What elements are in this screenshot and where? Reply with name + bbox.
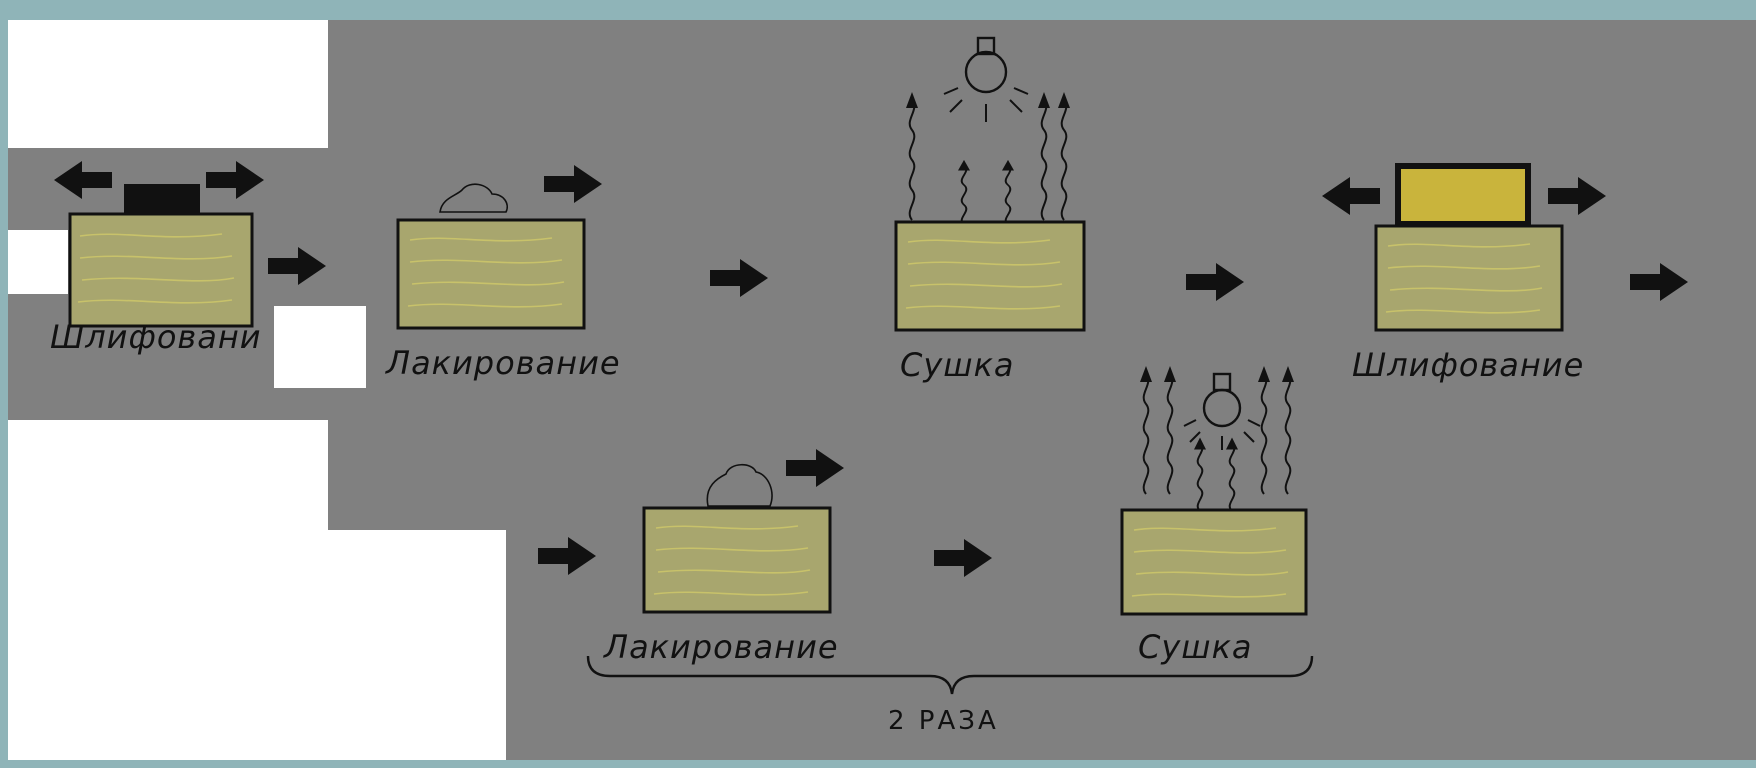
step-label-varnishing-2: Лакирование [604, 628, 839, 666]
step-varnishing-1 [396, 165, 602, 330]
mask-left-small [8, 230, 68, 294]
step-label-varnishing-1: Лакирование [386, 344, 621, 382]
mask-bottom-left [8, 420, 328, 760]
swab-icon [706, 463, 773, 507]
swab-icon [439, 183, 508, 213]
mask-label-cover [274, 306, 366, 388]
wood-board [894, 220, 1086, 332]
step-drying-2 [1120, 365, 1308, 616]
step-varnishing-2 [642, 449, 844, 614]
wood-board [68, 212, 254, 328]
wood-board [642, 506, 832, 614]
sandpaper-block-icon [1395, 163, 1531, 227]
repeat-count-label: 2 РАЗА [888, 706, 999, 736]
step-drying-1 [894, 36, 1086, 332]
step-label-sanding-1: Шлифовани [50, 318, 262, 356]
step-label-sanding-2: Шлифование [1352, 346, 1585, 384]
wood-board [1374, 224, 1564, 332]
step-sanding-1 [54, 161, 326, 328]
wood-board [396, 218, 586, 330]
repeat-brace [586, 655, 1314, 695]
mask-bottom-left-2 [320, 530, 506, 760]
step-label-drying-2: Сушка [1138, 628, 1253, 666]
sanding-block-icon [124, 184, 200, 218]
step-sanding-2 [1322, 163, 1606, 332]
mask-top-left [8, 20, 328, 148]
wood-board [1120, 508, 1308, 616]
lamp-icon [943, 36, 1029, 122]
lamp-icon [1183, 372, 1261, 450]
step-label-drying-1: Сушка [900, 346, 1015, 384]
